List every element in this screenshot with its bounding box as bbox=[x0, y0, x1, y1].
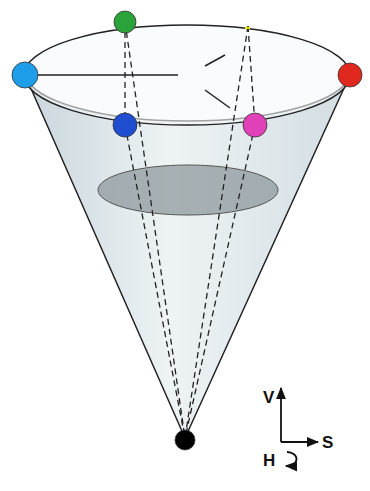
top-rim bbox=[24, 25, 350, 125]
cone-body bbox=[25, 75, 350, 438]
axes bbox=[281, 388, 318, 466]
value-slice bbox=[98, 165, 278, 215]
axis-label: V bbox=[263, 389, 274, 406]
axis-label: S bbox=[322, 434, 333, 451]
axis-label: H bbox=[263, 452, 275, 469]
radial-lines bbox=[25, 28, 250, 108]
dashed-guides bbox=[125, 22, 255, 438]
hue-points bbox=[12, 11, 362, 450]
